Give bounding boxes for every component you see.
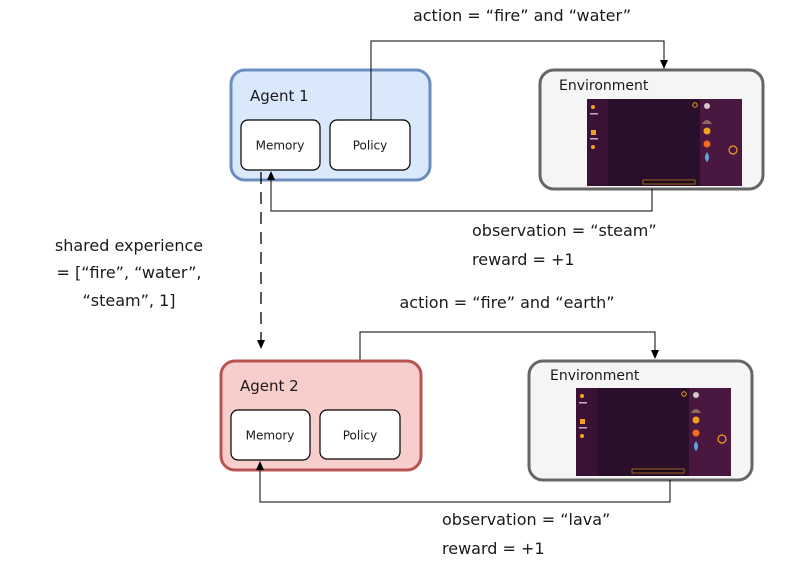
reward-1-label: reward = +1 — [472, 250, 575, 269]
policy-2-label: Policy — [343, 429, 378, 443]
observation-1-label: observation = “steam” — [472, 221, 657, 240]
memory-1-box — [240, 119, 321, 171]
environment-2-label: Environment — [550, 368, 640, 384]
action-1-arrow — [370, 40, 668, 120]
environment-1-label: Environment — [559, 78, 649, 94]
observation-2-label: observation = “lava” — [442, 510, 610, 529]
observation-2-arrow — [256, 461, 671, 503]
observation-1-arrow — [267, 171, 653, 212]
action-2-label: action = “fire” and “earth” — [399, 293, 614, 312]
reward-2-label: reward = +1 — [442, 539, 545, 558]
memory-2-box — [230, 409, 311, 461]
agent-2-label: Agent 2 — [240, 377, 299, 395]
memory-2-label: Memory — [246, 429, 295, 443]
memory-1-label: Memory — [256, 139, 305, 153]
agent-1-label: Agent 1 — [250, 87, 309, 105]
shared-experience-line-1: shared experience — [55, 236, 203, 255]
policy-2-box — [319, 409, 401, 460]
environment-1-game-screen — [587, 99, 742, 186]
policy-1-box — [329, 119, 411, 171]
shared-experience-line-2: = [“fire”, “water”, — [57, 263, 202, 282]
shared-experience-line-3: “steam”, 1] — [82, 291, 175, 310]
action-1-label: action = “fire” and “water” — [413, 6, 631, 25]
policy-1-label: Policy — [353, 139, 388, 153]
environment-2-game-screen — [576, 388, 731, 476]
